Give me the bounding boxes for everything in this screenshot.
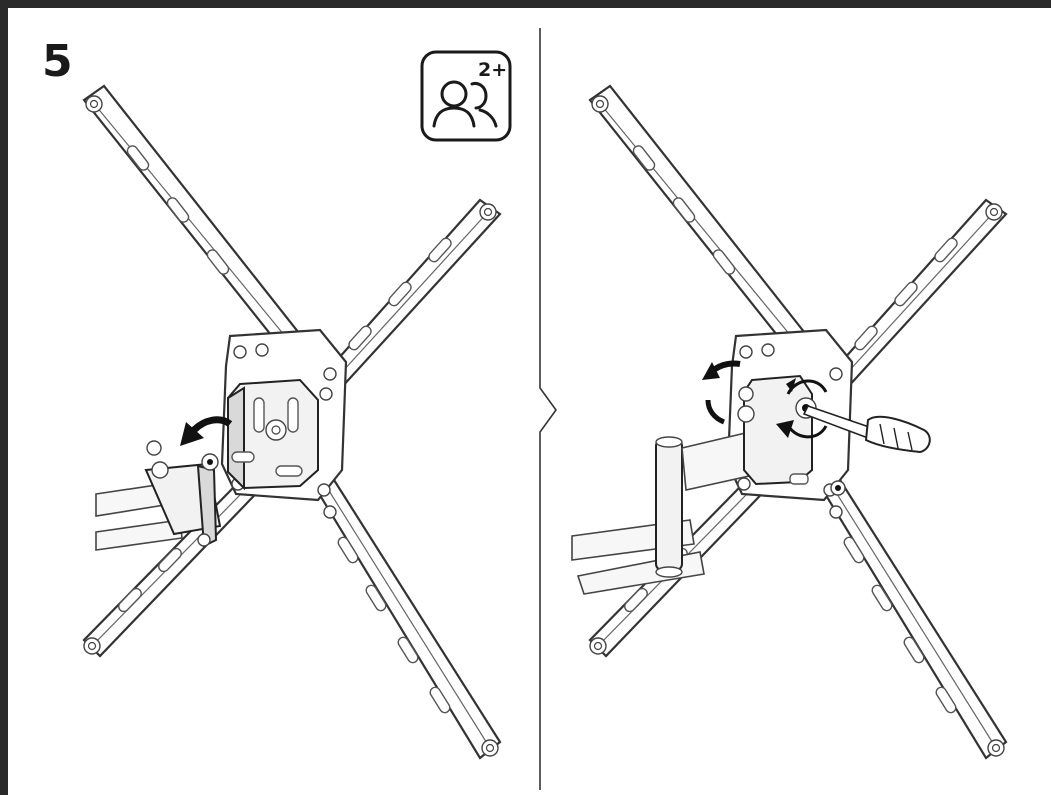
mounting-plate-right — [588, 84, 1008, 760]
slot — [126, 145, 150, 171]
bolt — [207, 459, 213, 465]
arm-hinge — [655, 439, 683, 571]
bolt — [233, 345, 247, 359]
bolt — [89, 99, 99, 109]
plate-slots — [118, 145, 452, 714]
bolt — [317, 483, 331, 497]
persons-count-label: 2+ — [478, 59, 507, 81]
bolt — [485, 743, 495, 753]
screwdriver-icon — [802, 405, 931, 454]
bolt — [829, 505, 843, 519]
panel-tighten-screw — [571, 84, 1008, 760]
hinge-cap — [655, 436, 683, 448]
plate-rail — [325, 485, 491, 749]
bolt — [323, 505, 337, 519]
bolt — [739, 345, 753, 359]
slot — [894, 281, 918, 307]
slot — [632, 145, 656, 171]
left-border — [0, 0, 8, 795]
panel-attach-bracket — [82, 84, 502, 760]
slot — [624, 587, 648, 613]
arm-assembly-right — [571, 374, 846, 595]
slot — [158, 547, 182, 573]
wall-bracket — [743, 374, 813, 486]
bolt — [319, 387, 333, 401]
bolt — [737, 477, 751, 491]
screwdriver-handle — [864, 415, 931, 454]
two-persons-icon — [432, 80, 498, 128]
bolt — [323, 367, 337, 381]
rotate-cw-arrow-icon — [776, 378, 828, 439]
slot — [429, 686, 451, 714]
slot — [166, 197, 190, 223]
slot — [118, 587, 142, 613]
bolt — [835, 485, 841, 491]
arm-assembly-left — [95, 440, 222, 551]
bracket-slot — [231, 451, 255, 463]
bracket-slot — [789, 473, 809, 485]
swing-arrow-icon — [702, 360, 741, 425]
slot — [348, 325, 372, 351]
slot — [397, 636, 419, 664]
bolt — [761, 343, 775, 357]
bolt — [87, 641, 97, 651]
bolt — [146, 440, 162, 456]
bracket-slot — [253, 397, 265, 433]
hinge-cap — [655, 566, 683, 578]
slot — [935, 686, 957, 714]
bolt — [197, 533, 211, 547]
bolt — [991, 743, 1001, 753]
wall-bracket — [227, 378, 319, 491]
bolt — [255, 343, 269, 357]
bolt — [593, 641, 603, 651]
slot — [388, 281, 412, 307]
bracket-slot — [287, 397, 299, 433]
slot — [337, 536, 359, 564]
slot — [365, 584, 387, 612]
bolt — [738, 386, 754, 402]
bolt — [989, 207, 999, 217]
nut — [151, 461, 169, 479]
plate-rail — [831, 485, 997, 749]
arm-lower — [95, 519, 183, 551]
slot — [903, 636, 925, 664]
plate-rail — [827, 211, 995, 395]
rotate-ccw-arrow-icon — [180, 416, 233, 446]
bolt — [595, 99, 605, 109]
slot — [934, 237, 958, 263]
plate-rail — [321, 211, 489, 395]
step-number: 5 — [42, 36, 73, 87]
top-border — [0, 0, 1051, 8]
slot — [428, 237, 452, 263]
bracket-slot — [275, 465, 303, 477]
bracket-side — [227, 386, 245, 491]
slot — [712, 249, 736, 275]
bracket-bolt — [271, 425, 281, 435]
slot — [672, 197, 696, 223]
slot — [206, 249, 230, 275]
bolt — [829, 367, 843, 381]
persons-badge: 2+ — [420, 50, 512, 142]
slot — [843, 536, 865, 564]
panel-divider — [539, 28, 557, 790]
nut — [737, 405, 755, 423]
bolt — [483, 207, 493, 217]
slot — [871, 584, 893, 612]
slot — [854, 325, 878, 351]
